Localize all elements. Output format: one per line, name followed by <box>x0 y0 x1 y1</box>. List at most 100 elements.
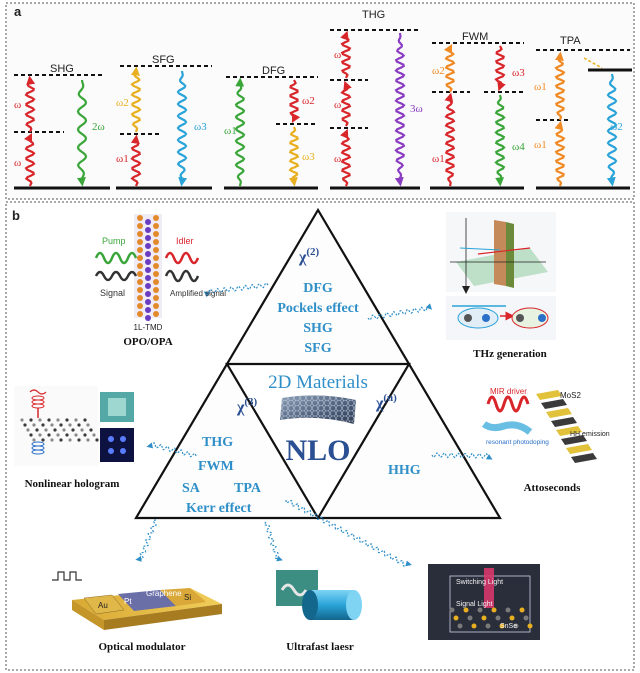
label-thg-out: 3ω <box>410 103 423 115</box>
opo-tmd-label: 1L-TMD <box>134 323 163 332</box>
nlo-core: NLO <box>285 434 350 467</box>
label-fwm-w1: ω1 <box>432 153 445 165</box>
wave-tpa-out <box>606 73 618 187</box>
item-dfg: DFG <box>303 281 333 296</box>
hologram-atom <box>41 423 45 427</box>
opo-atom <box>137 295 143 301</box>
hologram-atom <box>56 433 60 437</box>
opo-signal-label: Signal <box>100 288 125 298</box>
wave-shg-out <box>76 79 88 187</box>
connector-thz <box>367 303 433 321</box>
wave-dfg-w1 <box>234 77 246 187</box>
opo-atom <box>153 247 159 253</box>
hologram-atom <box>56 418 60 422</box>
wave-tpa-w1a <box>554 51 566 121</box>
opo-atom <box>145 243 151 249</box>
hologram-atom <box>59 423 63 427</box>
hologram-atom <box>80 428 84 432</box>
item-sfg: SFG <box>304 341 331 356</box>
hologram-atom <box>35 428 39 432</box>
signal-light-label: Signal Light <box>456 601 493 608</box>
label-thg-w1: ω <box>334 49 341 61</box>
atto-layer <box>541 399 567 409</box>
opo-atom <box>153 303 159 309</box>
switch-atom <box>457 623 463 629</box>
item-sa: SA <box>182 481 201 496</box>
caption-laser: Ultrafast laesr <box>286 641 354 653</box>
hologram-atom <box>89 428 93 432</box>
opo-atom <box>137 255 143 261</box>
wave-sfg-out <box>176 70 188 187</box>
opo-atom <box>153 231 159 237</box>
hologram-atom <box>26 428 30 432</box>
label-thg-w2: ω <box>334 99 341 111</box>
caption-atto: Attoseconds <box>524 482 582 494</box>
atto-layer <box>566 444 592 454</box>
label-sfg-w1: ω1 <box>116 153 129 165</box>
label-sfg-w2: ω2 <box>116 97 129 109</box>
item-tpa: TPA <box>234 481 262 496</box>
switch-atom <box>509 615 515 621</box>
wave-tpa-w1b <box>554 120 566 187</box>
label-sfg-out: ω3 <box>194 121 207 133</box>
inner-triangle <box>225 362 411 521</box>
hologram-illustration <box>14 386 134 466</box>
hologram-atom <box>68 438 72 442</box>
opo-atom <box>145 275 151 281</box>
opo-atom <box>145 259 151 265</box>
hologram-atom <box>59 438 63 442</box>
opo-atom <box>137 271 143 277</box>
hologram-atom <box>65 418 69 422</box>
opo-atom <box>145 299 151 305</box>
hologram-atom <box>77 423 81 427</box>
atto-layer <box>536 390 562 400</box>
opo-atom <box>153 239 159 245</box>
label-shg-w2: ω <box>14 157 21 169</box>
hologram-atom <box>86 438 90 442</box>
hologram-atom <box>62 428 66 432</box>
mod-au-label: Au <box>98 601 108 610</box>
atto-hh-label: HH emission <box>570 431 610 438</box>
label-tpa-out: ω2 <box>610 121 623 133</box>
switch-atom <box>471 623 477 629</box>
connector-squiggles <box>135 282 493 567</box>
opo-atom <box>153 223 159 229</box>
opo-atom <box>153 311 159 317</box>
omega-labels: ω ω 2ω ω2 ω1 ω3 ω1 ω2 ω3 ω ω ω 3ω ω2 ω1 … <box>14 49 623 169</box>
opo-atom <box>153 271 159 277</box>
switch-atom <box>505 607 511 613</box>
opo-atom <box>137 279 143 285</box>
connector-modulator <box>135 519 157 562</box>
opo-atom <box>137 247 143 253</box>
hologram-atom <box>68 423 72 427</box>
label-tpa-w1a: ω1 <box>534 81 547 93</box>
atto-mir-label: MIR driver <box>490 387 527 396</box>
switch-atom <box>495 615 501 621</box>
opo-atom <box>145 267 151 273</box>
hologram-atom <box>92 433 96 437</box>
thz-illustration <box>446 212 556 340</box>
mod-si-label: Si <box>184 593 191 602</box>
switch-atom <box>477 607 483 613</box>
opo-pump-label: Pump <box>102 236 126 246</box>
hologram-atom <box>74 418 78 422</box>
atto-photodoping-label: resonant photodoping <box>486 439 549 446</box>
tpa-relax-arrow <box>583 57 603 69</box>
opo-amp-label: Amplified signal <box>170 289 226 298</box>
panel-a-label: a <box>14 4 22 19</box>
opo-atom <box>137 239 143 245</box>
connector-opo <box>203 282 269 298</box>
wave-sfg-w2 <box>130 66 142 133</box>
item-kerr: Kerr effect <box>186 501 252 516</box>
wave-thg-w1 <box>340 30 352 79</box>
switch-atom <box>513 623 519 629</box>
hologram-atom <box>29 433 33 437</box>
chi3-items: THG FWM SA TPA Kerr effect <box>182 435 262 516</box>
opo-atom <box>137 287 143 293</box>
opo-atom <box>137 311 143 317</box>
atto-layer <box>546 408 572 418</box>
atto-layer <box>561 435 587 445</box>
label-thg-w3: ω <box>334 153 341 165</box>
hologram-atom <box>41 438 45 442</box>
opo-atom <box>153 255 159 261</box>
